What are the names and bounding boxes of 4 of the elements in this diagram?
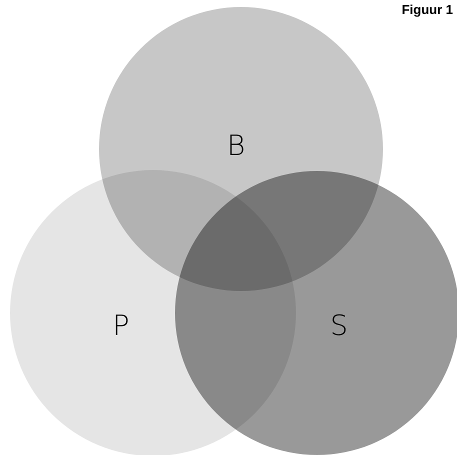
set-label: S bbox=[330, 312, 348, 340]
set-label: P bbox=[112, 312, 130, 340]
set-label: B bbox=[226, 132, 246, 160]
figure-title: Figuur 1 bbox=[402, 2, 453, 17]
